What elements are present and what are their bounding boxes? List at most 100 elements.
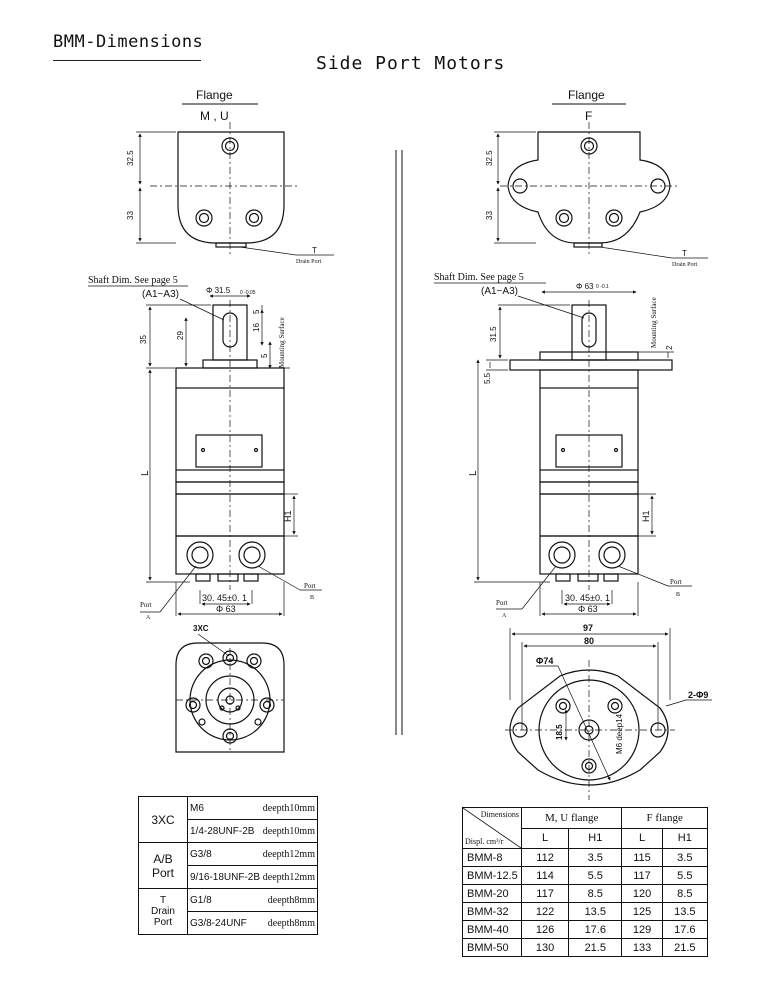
column-header: L <box>621 827 663 849</box>
left-flange-dims <box>136 131 334 256</box>
dim-31-5: 31.5 <box>489 326 498 342</box>
right-shaft-dim: Φ 63 0 -0.1 <box>541 282 637 294</box>
right-motor-side-view <box>509 304 673 582</box>
dim-L-right: L <box>468 470 479 476</box>
dim-18-5: 18.5 <box>555 724 564 740</box>
left-shaft-dim: Φ 31.5 0 -0.05 <box>206 286 256 298</box>
column-header: H1 <box>568 827 623 849</box>
port-a-letter-right: A <box>502 613 507 619</box>
svg-text:0 -0.1: 0 -0.1 <box>596 284 609 290</box>
table-cell: 126 <box>520 920 570 939</box>
right-flange-dims <box>494 131 708 259</box>
model-cell: BMM-50 <box>462 938 522 957</box>
dim-29: 29 <box>176 331 185 340</box>
dim-phi63-right: Φ 63 <box>578 604 598 614</box>
dim-32-5-right: 32.5 <box>485 150 494 166</box>
dim-16: 16 <box>252 323 261 332</box>
table-cell: 5.5 <box>661 866 709 885</box>
right-front-dims <box>509 628 712 781</box>
port-a-label-right: Port <box>496 599 508 607</box>
dim-2-phi9: 2-Φ9 <box>688 690 708 700</box>
model-cell: BMM-32 <box>462 902 522 921</box>
table-cell: 117 <box>621 866 663 885</box>
left-rear-centerlines <box>176 648 284 752</box>
dim-32-5-left: 32.5 <box>126 150 135 166</box>
dim-5-lower: 5 <box>260 353 269 358</box>
dimension-table: Dimensions Displ. cm³/r M, U flange F fl… <box>462 807 709 957</box>
dim-33-left: 33 <box>126 211 135 220</box>
drain-t-left: T <box>312 246 317 255</box>
dim-phi74: Φ74 <box>536 656 553 666</box>
right-flange-heading: Flange F <box>552 88 626 123</box>
group-label: 3XC <box>138 796 188 843</box>
port-b-label-left: Port <box>304 582 316 590</box>
table-cell: 21.5 <box>568 938 623 957</box>
svg-text:F: F <box>585 109 592 123</box>
table-cell: 129 <box>621 920 663 939</box>
port-b-letter-left: B <box>310 595 314 601</box>
table-corner-cell: Dimensions Displ. cm³/r <box>462 807 522 849</box>
table-header-row: L H1 L H1 <box>463 827 709 849</box>
m6-deep-note: M6 deep14 <box>615 713 624 754</box>
table-cell: 8.5 <box>661 884 709 903</box>
model-cell: BMM-12.5 <box>462 866 522 885</box>
table-cell: 17.6 <box>568 920 623 939</box>
shaft-range-left: (A1~A3) <box>142 289 179 300</box>
left-side-dims <box>140 304 322 616</box>
drain-port-label-left: Drain Port <box>296 259 321 265</box>
page-subtitle: Side Port Motors <box>316 53 506 74</box>
dim-3045-left: 30. 45±0. 1 <box>202 593 247 603</box>
column-header: L <box>520 827 570 849</box>
right-side-dims <box>474 304 692 616</box>
table-cell: 13.5 <box>661 902 709 921</box>
title-underline <box>53 60 201 61</box>
svg-text:Flange: Flange <box>196 88 233 102</box>
shaft-range-right: (A1~A3) <box>481 286 518 297</box>
table-cell: 17.6 <box>661 920 709 939</box>
shaft-note-left: Shaft Dim. See page 5 <box>88 275 178 286</box>
table-cell: 112 <box>520 848 570 867</box>
svg-text:Φ 63: Φ 63 <box>576 282 594 291</box>
drain-t-right: T <box>682 249 687 258</box>
svg-text:0 -0.05: 0 -0.05 <box>240 290 256 296</box>
left-flange-heading: Flange M , U <box>182 88 258 123</box>
right-flange-centerlines <box>500 122 680 255</box>
dim-L-left: L <box>140 470 151 476</box>
table-cell: 117 <box>520 884 570 903</box>
drain-port-label-right: Drain Port <box>672 262 697 268</box>
label-3xc: 3XC <box>193 624 209 633</box>
page-title: BMM-Dimensions <box>53 32 204 52</box>
dim-H1-right: H1 <box>641 510 651 522</box>
table-cell: 115 <box>621 848 663 867</box>
table-cell: 5.5 <box>568 866 623 885</box>
mounting-surface-right: Mounting Surface <box>650 297 658 348</box>
svg-text:M , U: M , U <box>200 109 229 123</box>
left-flange-centerlines <box>150 122 300 255</box>
table-cell: 133 <box>621 938 663 957</box>
port-b-label-right: Port <box>670 578 682 586</box>
table-cell: 130 <box>520 938 570 957</box>
table-cell: 3.5 <box>661 848 709 867</box>
view-divider <box>395 150 403 735</box>
model-cell: BMM-8 <box>462 848 522 867</box>
column-header: H1 <box>661 827 709 849</box>
dim-5-upper: 5 <box>252 309 261 314</box>
port-a-letter-left: A <box>146 615 151 621</box>
